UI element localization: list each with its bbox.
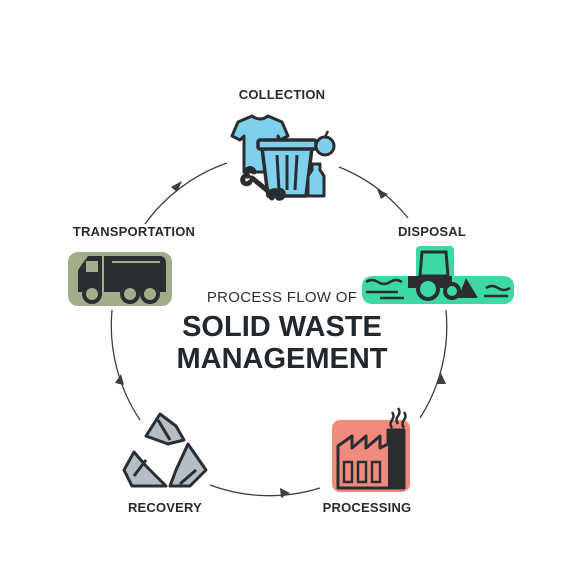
stage-label-disposal: DISPOSAL [398,224,466,239]
truck-wheel-rear-2 [140,284,160,304]
truck-wheel-rear-1 [120,284,140,304]
arrowhead-1 [171,181,182,192]
title-line-1: SOLID WASTE [182,311,382,343]
smoke [389,407,407,429]
trash-bin-icon [230,114,336,201]
bottle-icon [306,162,326,198]
factory-icon [332,407,410,492]
bone-icon [240,166,286,201]
bin-lid [256,138,318,151]
bulldozer-wheel-large [416,277,440,301]
arrowhead-5 [377,189,388,199]
bulldozer-icon [362,246,514,304]
bulldozer-blade [458,278,478,298]
stage-collection: COLLECTION [230,87,336,201]
bulldozer-wheel-small [443,282,461,300]
diagram-title: PROCESS FLOW OF SOLID WASTE MANAGEMENT [176,289,387,375]
arrowhead-2 [115,374,124,385]
truck-body [104,256,166,292]
stage-transportation: TRANSPORTATION [68,224,195,306]
arrow-processing-to-disposal [419,309,448,419]
title-line-2: MANAGEMENT [176,343,387,375]
apple-icon [314,135,336,157]
title-subtitle: PROCESS FLOW OF [207,289,357,306]
stage-disposal: DISPOSAL [362,224,514,304]
stage-label-processing: PROCESSING [323,500,412,515]
arrow-disposal-to-collection [338,166,409,219]
recycle-icon [122,412,208,488]
cycle-arrows [110,162,448,497]
truck-wheel-front [82,284,102,304]
arrow-recovery-to-processing [209,484,321,497]
arrowheads [115,181,446,498]
stage-label-transportation: TRANSPORTATION [73,224,195,239]
arrowhead-3 [280,488,290,498]
stage-label-recovery: RECOVERY [128,500,202,515]
arrowhead-4 [437,373,446,384]
arrow-transportation-to-recovery [110,309,141,421]
garbage-truck-icon [68,252,172,306]
arrow-collection-to-transportation [144,162,228,225]
stage-label-collection: COLLECTION [239,87,326,102]
stage-recovery: RECOVERY [122,412,208,515]
stage-processing: PROCESSING [323,407,412,515]
factory-chimney [388,430,404,488]
